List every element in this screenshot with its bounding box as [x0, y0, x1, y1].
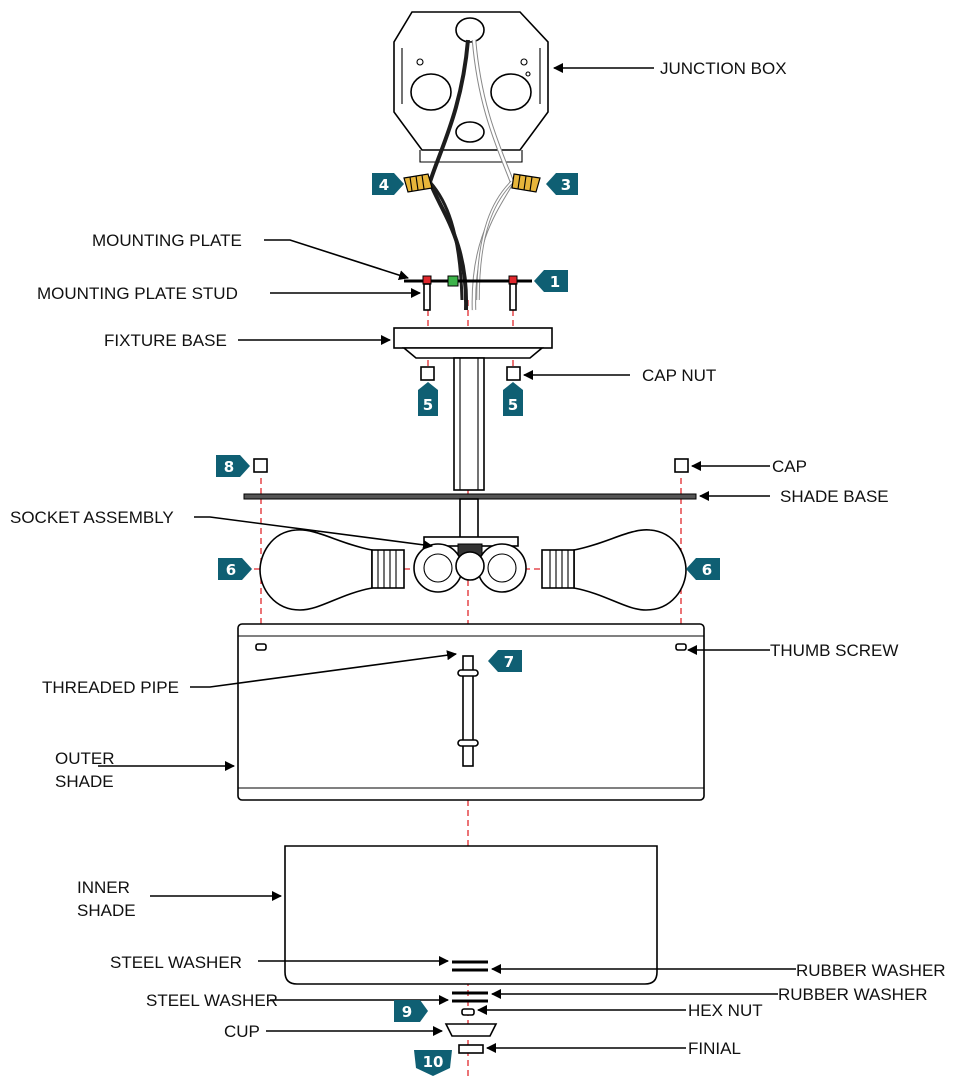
thumb-screw-right [675, 643, 687, 651]
label-socket-assembly: SOCKET ASSEMBLY [10, 508, 174, 527]
bulb-right [541, 529, 687, 611]
step-badge-3: 3 [546, 173, 578, 195]
step-badge-4: 4 [372, 173, 404, 195]
cup [444, 1023, 498, 1037]
label-cap-nut: CAP NUT [642, 366, 716, 385]
wire-nut-left [403, 173, 433, 193]
label-threaded-pipe: THREADED PIPE [42, 678, 179, 697]
hex-nut [461, 1008, 475, 1016]
stem-pipe [453, 357, 485, 491]
finial [458, 1044, 484, 1054]
label-cup: CUP [224, 1022, 260, 1041]
step-badge-1: 1 [534, 270, 568, 292]
cap-right [674, 458, 689, 473]
thumb-screw-left [255, 643, 267, 651]
label-steel-washer-upper: STEEL WASHER [110, 953, 242, 972]
leader-lines [98, 63, 796, 1053]
step-number: 4 [379, 176, 389, 194]
threaded-pipe [457, 655, 479, 767]
socket-assembly [413, 498, 527, 593]
label-inner-shade-line1: INNER [77, 878, 130, 897]
step-number: 6 [226, 561, 236, 579]
step-badge-6-right: 6 [686, 558, 720, 580]
step-badge-7: 7 [488, 650, 522, 672]
washer-stack-upper [452, 960, 488, 972]
cap-nut-right [506, 366, 521, 381]
step-badge-9: 9 [394, 1000, 428, 1022]
junction-box [393, 11, 549, 163]
step-number: 8 [224, 458, 234, 476]
step-number: 7 [504, 653, 514, 671]
label-outer-shade-line2: SHADE [55, 772, 114, 791]
step-number: 9 [402, 1003, 412, 1021]
step-badge-8: 8 [216, 455, 250, 477]
step-number: 3 [561, 176, 571, 194]
label-finial: FINIAL [688, 1039, 741, 1058]
step-badge-6-left: 6 [218, 558, 252, 580]
wire-nut-right [511, 173, 541, 193]
label-shade-base: SHADE BASE [780, 487, 889, 506]
mounting-plate-stud-left [422, 275, 432, 311]
step-number: 10 [423, 1053, 444, 1071]
step-number: 5 [508, 396, 518, 414]
step-number: 1 [550, 273, 560, 291]
washer-stack-lower [452, 991, 488, 1003]
label-rubber-washer-lower: RUBBER WASHER [778, 985, 928, 1004]
label-mounting-plate-stud: MOUNTING PLATE STUD [37, 284, 238, 303]
cap-nut-left [420, 366, 435, 381]
label-mounting-plate: MOUNTING PLATE [92, 231, 242, 250]
label-inner-shade-line2: SHADE [77, 901, 136, 920]
label-outer-shade-line1: OUTER [55, 749, 115, 768]
step-number: 5 [423, 396, 433, 414]
step-badge-5-left: 5 [418, 382, 438, 416]
step-badge-5-right: 5 [503, 382, 523, 416]
label-thumb-screw: THUMB SCREW [770, 641, 898, 660]
label-cap: CAP [772, 457, 807, 476]
label-junction-box: JUNCTION BOX [660, 59, 787, 78]
mounting-plate-stud-right [508, 275, 518, 311]
label-hex-nut: HEX NUT [688, 1001, 763, 1020]
label-fixture-base: FIXTURE BASE [104, 331, 227, 350]
cap-left [253, 458, 268, 473]
bulb-left [259, 529, 405, 611]
label-steel-washer-lower: STEEL WASHER [146, 991, 278, 1010]
step-number: 6 [702, 561, 712, 579]
fixture-base [393, 327, 553, 359]
label-rubber-washer-upper: RUBBER WASHER [796, 961, 946, 980]
step-badge-10: 10 [414, 1050, 452, 1076]
inner-shade [284, 845, 658, 985]
